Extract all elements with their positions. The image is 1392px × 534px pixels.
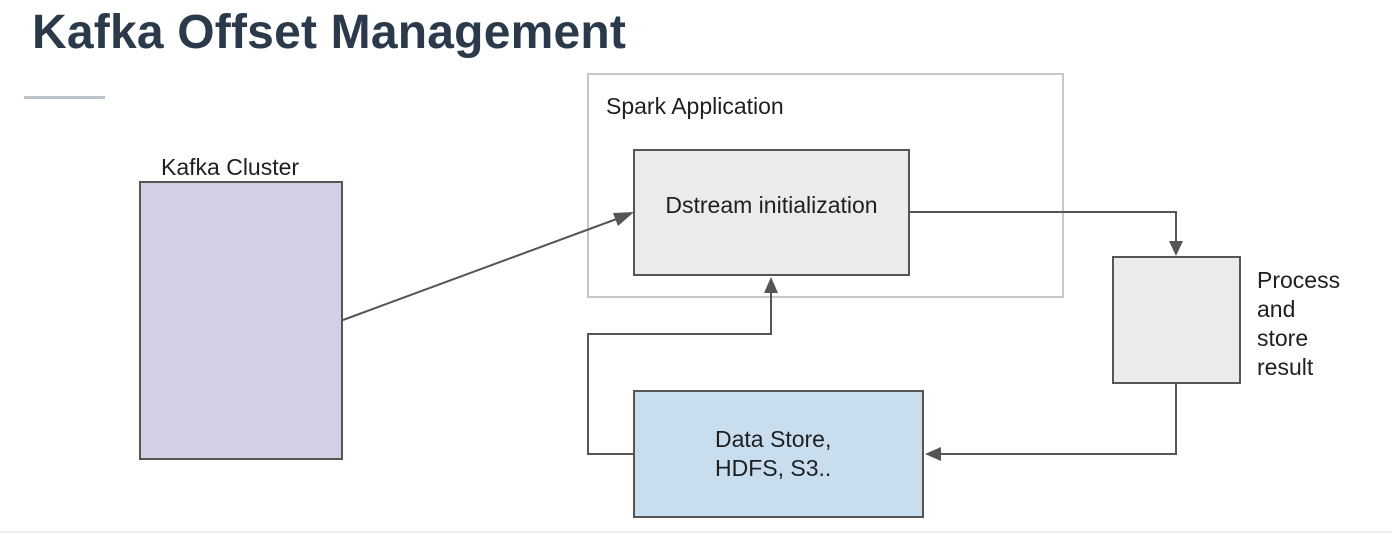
process-to-datastore-arrowhead [925, 447, 941, 461]
spark-application-label: Spark Application [606, 93, 784, 119]
data-store-label-line: Data Store, [715, 426, 832, 452]
kafka-cluster-label: Kafka Cluster [161, 154, 300, 180]
process-box [1112, 256, 1241, 384]
process-label: Process and store result [1257, 266, 1340, 382]
process-to-datastore-connector [940, 384, 1177, 455]
bottom-divider [0, 531, 1392, 533]
title-underline [24, 96, 105, 99]
spark-application-container [587, 73, 1064, 298]
dstream-initialization-label: Dstream initialization [665, 192, 878, 218]
process-label-line: store [1257, 325, 1309, 351]
kafka-cluster-box [139, 181, 343, 460]
process-label-line: and [1257, 296, 1296, 322]
data-store-label-line: HDFS, S3.. [715, 455, 832, 481]
process-label-line: result [1257, 354, 1314, 380]
process-label-line: Process [1257, 267, 1341, 293]
dstream-to-process-arrowhead [1169, 241, 1183, 256]
kafka-to-dstream-connector [342, 216, 623, 321]
page-title: Kafka Offset Management [32, 6, 627, 59]
data-store-box: Data Store, HDFS, S3.. [633, 390, 924, 518]
dstream-initialization-box: Dstream initialization [633, 149, 910, 276]
